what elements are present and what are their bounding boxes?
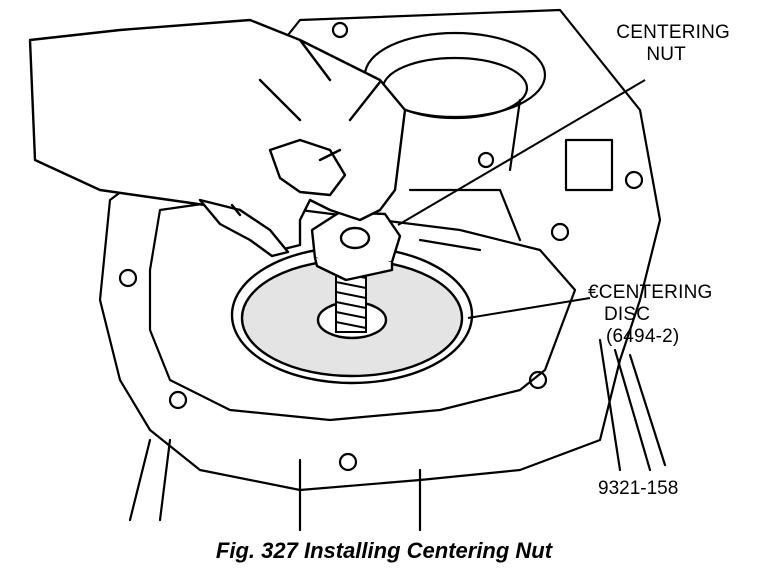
callout-centering-disc: €CENTERING DISC (6494-2) xyxy=(588,282,712,348)
callout-centering-disc-line3: (6494-2) xyxy=(606,326,680,347)
leader-line-centering-nut xyxy=(397,79,646,226)
callout-centering-disc-line1: €CENTERING xyxy=(588,282,713,303)
callout-centering-disc-line2: DISC xyxy=(604,304,651,325)
leader-line-centering-disc xyxy=(467,297,591,319)
callout-marker: € xyxy=(588,282,599,303)
bolt-hole xyxy=(168,390,188,410)
callout-centering-nut-line1: CENTERING xyxy=(616,22,730,43)
bolt-hole xyxy=(528,370,548,390)
callout-centering-nut-line2: NUT xyxy=(646,44,686,65)
bolt-hole xyxy=(118,268,138,288)
figure-number: 9321-158 xyxy=(598,478,679,499)
bolt-hole xyxy=(550,222,570,242)
figure-caption: Fig. 327 Installing Centering Nut xyxy=(215,538,553,563)
bolt-hole xyxy=(624,170,644,190)
bolt-hole xyxy=(331,21,349,39)
callout-centering-nut: CENTERING NUT xyxy=(600,22,730,66)
bolt-hole xyxy=(477,151,495,169)
centering-nut xyxy=(310,210,402,282)
nut-thread-bore xyxy=(339,226,371,250)
bolt-hole xyxy=(338,452,358,472)
hand xyxy=(28,18,407,258)
